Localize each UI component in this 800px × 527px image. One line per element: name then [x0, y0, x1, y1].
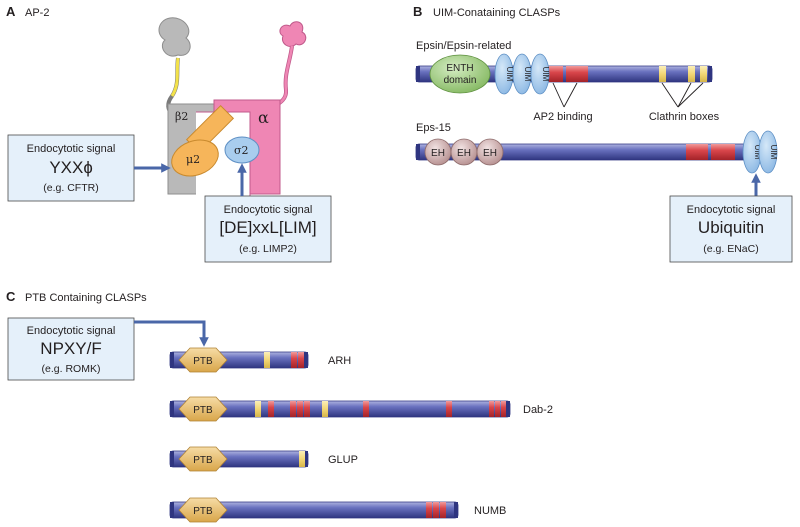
svg-text:UIM: UIM: [523, 67, 532, 82]
signal-yxx-box: Endocytotic signal YXXɸ (e.g. CFTR): [7, 134, 135, 202]
arrow-npxy-to-ptb: [134, 320, 209, 347]
svg-text:PTB: PTB: [193, 455, 213, 466]
enth-label-line1: ENTH: [446, 63, 473, 74]
numb-name: NUMB: [474, 505, 506, 517]
glup-protein-bar: PTB: [169, 446, 309, 472]
svg-text:EH: EH: [483, 148, 497, 159]
epsin-uim-domain: UIM: [512, 53, 532, 95]
clathrin-boxes-callout: [661, 82, 704, 108]
panel-c-letter: C: [6, 289, 16, 304]
ptb-domain: [178, 446, 228, 472]
eps15-protein-bar: EH EH EH UIM UIM: [415, 130, 778, 174]
ptb-domain: [178, 497, 228, 523]
sigma2-label: σ2: [234, 144, 249, 157]
signal-ubiquitin-motif: Ubiquitin: [698, 218, 764, 237]
panel-c: C PTB Containing CLASPs Endocytotic sign…: [6, 289, 553, 523]
clathrin-box-segment: [700, 66, 707, 82]
red-segment: [686, 144, 708, 160]
panel-b-letter: B: [413, 4, 422, 19]
enth-label-line2: domain: [444, 75, 477, 86]
signal-ubiquitin-example: (e.g. ENaC): [703, 243, 758, 255]
eps15-name: Eps-15: [416, 122, 451, 134]
signal-ubiquitin-box: Endocytotic signal Ubiquitin (e.g. ENaC): [669, 195, 793, 263]
signal-ubiquitin-heading: Endocytotic signal: [687, 204, 776, 216]
alpha-label: α: [258, 108, 269, 127]
signal-dexxl-motif: [DE]xxL[LIM]: [219, 218, 316, 237]
panel-a: A AP-2 β2 α μ2 σ2 Endocytotic signal YXX: [6, 4, 332, 263]
ptb-domain: [178, 347, 228, 373]
svg-text:EH: EH: [457, 148, 471, 159]
svg-text:EH: EH: [431, 148, 445, 159]
eh-domain: EH: [424, 138, 452, 166]
arh-name: ARH: [328, 355, 351, 367]
epsin-uim-domain: UIM: [530, 53, 550, 95]
signal-dexxl-box: Endocytotic signal [DE]xxL[LIM] (e.g. LI…: [204, 195, 332, 263]
signal-dexxl-heading: Endocytotic signal: [224, 204, 313, 216]
clathrin-box-segment: [688, 66, 695, 82]
glup-name: GLUP: [328, 454, 358, 466]
beta2-label: β2: [175, 110, 188, 123]
panel-c-title: PTB Containing CLASPs: [25, 292, 147, 304]
enth-domain: [429, 54, 491, 94]
svg-text:PTB: PTB: [193, 356, 213, 367]
signal-yxx-heading: Endocytotic signal: [27, 143, 116, 155]
ap2-binding-label: AP2 binding: [533, 111, 592, 123]
signal-npxy-motif: NPXY/F: [40, 339, 101, 358]
signal-npxy-heading: Endocytotic signal: [27, 325, 116, 337]
svg-text:PTB: PTB: [193, 405, 213, 416]
svg-text:UIM: UIM: [769, 145, 778, 160]
mu2-subunit: [171, 139, 219, 177]
mu2-label: μ2: [186, 153, 200, 166]
clathrin-boxes-label: Clathrin boxes: [649, 111, 720, 123]
dab2-protein-bar: PTB: [169, 396, 511, 422]
signal-yxx-motif: YXXɸ: [49, 158, 92, 177]
signal-npxy-example: (e.g. ROMK): [42, 363, 101, 375]
ptb-domain: [178, 396, 228, 422]
epsin-name: Epsin/Epsin-related: [416, 40, 511, 52]
eh-domain: EH: [476, 138, 504, 166]
sigma2-subunit: [224, 136, 260, 164]
svg-text:UIM: UIM: [753, 145, 762, 160]
dab2-name: Dab-2: [523, 404, 553, 416]
numb-protein-bar: PTB: [169, 497, 459, 523]
panel-b: B UIM-Conataining CLASPs Epsin/Epsin-rel…: [413, 4, 793, 263]
panel-a-title: AP-2: [25, 7, 49, 19]
beta2-appendage: [158, 17, 191, 116]
svg-text:UIM: UIM: [541, 67, 550, 82]
panel-b-title: UIM-Conataining CLASPs: [433, 7, 561, 19]
red-segment: [711, 144, 735, 160]
alpha-appendage: [270, 21, 307, 110]
eps15-uim-domain: UIM: [758, 130, 778, 174]
signal-dexxl-example: (e.g. LIMP2): [239, 243, 297, 255]
eh-domain: EH: [450, 138, 478, 166]
epsin-uim-domain: UIM: [494, 53, 514, 95]
panel-a-letter: A: [6, 4, 16, 19]
arh-protein-bar: PTB: [169, 347, 309, 373]
svg-text:UIM: UIM: [505, 67, 514, 82]
clathrin-box-segment: [659, 66, 666, 82]
svg-text:PTB: PTB: [193, 506, 213, 517]
ap2-binding-segment: [566, 66, 588, 82]
epsin-protein-bar: ENTH domain UIM UIM UIM: [415, 53, 713, 95]
signal-npxy-box: Endocytotic signal NPXY/F (e.g. ROMK): [7, 317, 135, 381]
ap2-binding-callout: [552, 82, 578, 108]
signal-yxx-example: (e.g. CFTR): [43, 182, 98, 194]
